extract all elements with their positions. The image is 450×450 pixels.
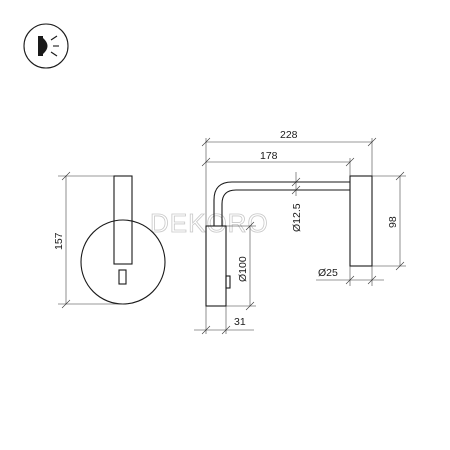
dimension-arm-length: 178 (201, 150, 355, 176)
label-head-height: 98 (387, 216, 399, 228)
label-body-width: 31 (234, 316, 246, 328)
dimension-width-total: 228 (201, 129, 377, 226)
label-head-diameter: Ø25 (318, 267, 338, 279)
label-base-diameter: Ø100 (237, 256, 249, 282)
watermark-text: DEKORO (150, 208, 269, 238)
label-width-total: 228 (280, 129, 298, 141)
side-view (205, 175, 373, 307)
label-arm-length: 178 (260, 150, 278, 162)
wall-light-icon (23, 23, 69, 69)
dimension-head-diameter: Ø25 (316, 266, 384, 286)
label-arm-diameter: Ø12.5 (291, 203, 303, 232)
dimension-head-height: 98 (372, 171, 406, 271)
dimension-base-diameter: Ø100 (226, 221, 256, 311)
label-height-total: 157 (53, 232, 65, 250)
dimension-arm-diameter: Ø12.5 (291, 172, 303, 232)
dimension-body-width: 31 (194, 306, 254, 335)
front-view (80, 175, 166, 305)
dimension-height-total: 157 (53, 171, 123, 309)
